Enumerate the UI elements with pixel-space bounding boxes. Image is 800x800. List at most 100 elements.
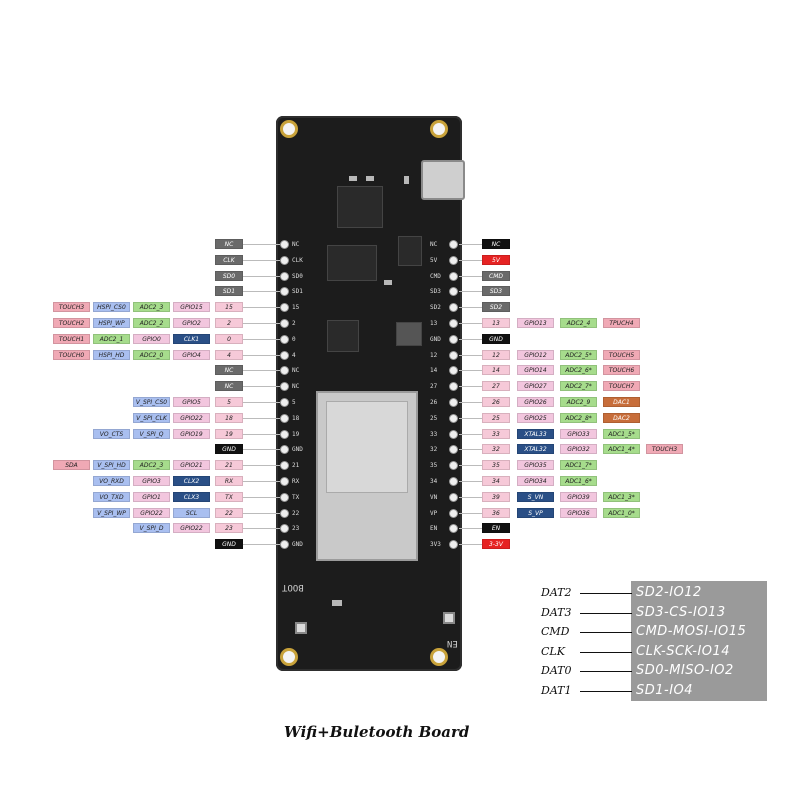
pin-wire bbox=[243, 465, 280, 467]
silk-label-left: 15 bbox=[292, 304, 300, 312]
function-label: GPIO12 bbox=[517, 349, 554, 360]
header-pin-left bbox=[280, 319, 289, 328]
silk-label-right: SD2 bbox=[430, 304, 441, 312]
silk-label-left: GND bbox=[292, 541, 303, 549]
function-label: ADC2_5* bbox=[560, 349, 597, 360]
silk-label-left: CLK bbox=[292, 256, 303, 264]
function-label: V_SPI_HD bbox=[93, 460, 130, 471]
header-pin-right bbox=[449, 334, 458, 344]
header-pin-right bbox=[449, 461, 458, 471]
pin-wire bbox=[459, 417, 482, 419]
function-label: TOUCH5 bbox=[603, 349, 640, 360]
pin-label: 21 bbox=[215, 460, 243, 471]
function-label: TOUCH6 bbox=[603, 365, 640, 376]
pin-label: 19 bbox=[215, 428, 243, 439]
pin-label: 26 bbox=[482, 397, 510, 407]
boot-label: BOOT bbox=[282, 582, 304, 592]
pin-label: CLK bbox=[215, 254, 243, 265]
silk-label-right: SD3 bbox=[430, 288, 441, 296]
header-pin-right bbox=[449, 255, 458, 265]
pin-wire bbox=[243, 259, 280, 261]
function-label: GPIO22 bbox=[173, 523, 210, 534]
pin-label: 25 bbox=[482, 412, 510, 423]
function-label: ADC2_2 bbox=[133, 318, 170, 328]
function-label: ADC2_3 bbox=[133, 302, 170, 313]
pin-label: 13 bbox=[482, 318, 510, 328]
function-label: ADC2_4 bbox=[560, 318, 597, 328]
function-label: GPIO15 bbox=[173, 302, 210, 313]
function-label: GPIO32 bbox=[560, 444, 597, 455]
silk-label-left: RX bbox=[292, 478, 300, 485]
silk-label-left: 22 bbox=[292, 509, 300, 517]
smd-component bbox=[366, 176, 374, 181]
header-pin-right bbox=[449, 445, 458, 455]
function-label: GPIO21 bbox=[173, 460, 210, 471]
header-pin-left bbox=[280, 255, 289, 265]
board-caption: Wifi+Buletooth Board bbox=[284, 723, 470, 741]
sd-legend-value: SD1-IO4 bbox=[636, 682, 694, 698]
silk-label-right: 33 bbox=[430, 430, 438, 438]
function-label: XTAL32 bbox=[517, 444, 554, 455]
silk-label-left: 18 bbox=[292, 414, 300, 422]
pin-wire bbox=[459, 386, 482, 388]
function-label: DAC2 bbox=[603, 412, 640, 423]
usb-uart-chip bbox=[327, 320, 359, 352]
function-label: GPIO22 bbox=[133, 507, 170, 518]
header-pin-left bbox=[280, 445, 289, 455]
silk-label-right: 5V bbox=[430, 256, 438, 264]
en-button[interactable] bbox=[443, 612, 455, 624]
silk-label-left: 19 bbox=[292, 430, 300, 438]
pin-label: 33 bbox=[482, 428, 510, 439]
silk-label-left: NC bbox=[292, 367, 300, 375]
function-label: TOUCH3 bbox=[646, 444, 683, 455]
silk-label-right: 26 bbox=[430, 399, 438, 406]
silk-label-right: 3V3 bbox=[430, 541, 441, 549]
function-label: TPUCH4 bbox=[603, 318, 640, 328]
sd-legend-value: CMD-MOSI-IO15 bbox=[636, 624, 747, 639]
pin-wire bbox=[243, 433, 280, 435]
smd-component bbox=[384, 280, 392, 285]
header-pin-right bbox=[449, 429, 458, 439]
silk-label-left: NC bbox=[292, 241, 300, 248]
pin-label: 35 bbox=[482, 460, 510, 471]
pin-label: 2 bbox=[215, 318, 243, 328]
power-chip bbox=[327, 245, 377, 281]
pin-label: 15 bbox=[215, 302, 243, 313]
function-label: ADC1_7* bbox=[560, 460, 597, 471]
sd-legend-line bbox=[580, 651, 632, 653]
header-pin-right bbox=[449, 366, 458, 376]
sd-legend-value: SD3-CS-IO13 bbox=[636, 604, 726, 620]
header-pin-right bbox=[449, 492, 458, 502]
boot-button[interactable] bbox=[295, 622, 307, 634]
silk-label-left: SD1 bbox=[292, 288, 303, 296]
pin-label: 0 bbox=[215, 333, 243, 344]
function-label: VO_CTS bbox=[93, 428, 130, 439]
sd-legend-panel bbox=[631, 581, 767, 701]
pin-wire bbox=[243, 275, 280, 277]
function-label: HSPI_HD bbox=[93, 349, 130, 360]
silk-label-right: 34 bbox=[430, 478, 438, 485]
silk-label-left: 0 bbox=[292, 335, 296, 343]
function-label: GPIO0 bbox=[133, 333, 170, 344]
function-label: GPIO13 bbox=[517, 318, 554, 328]
pin-wire bbox=[459, 323, 482, 324]
pin-wire bbox=[243, 481, 280, 482]
header-pin-left bbox=[280, 334, 289, 344]
function-label: ADC2_7* bbox=[560, 381, 597, 392]
pin-label: 3-3V bbox=[482, 539, 510, 550]
pin-label: 32 bbox=[482, 444, 510, 455]
header-pin-right bbox=[449, 540, 458, 550]
sd-legend-line bbox=[580, 632, 632, 633]
header-pin-left bbox=[280, 413, 289, 423]
function-label: ADC1_6* bbox=[560, 476, 597, 486]
sd-legend-line bbox=[580, 593, 632, 594]
pin-label: NC bbox=[215, 381, 243, 392]
silk-label-left: 5 bbox=[292, 399, 296, 406]
function-label: GPIO1 bbox=[133, 491, 170, 502]
pin-wire bbox=[243, 544, 280, 546]
header-pin-right bbox=[449, 287, 458, 297]
sd-legend-value: SD0-MISO-IO2 bbox=[636, 663, 734, 678]
pin-label: 27 bbox=[482, 381, 510, 392]
function-label: HSPI_WP bbox=[93, 318, 130, 328]
function-label: GPIO35 bbox=[517, 460, 554, 471]
